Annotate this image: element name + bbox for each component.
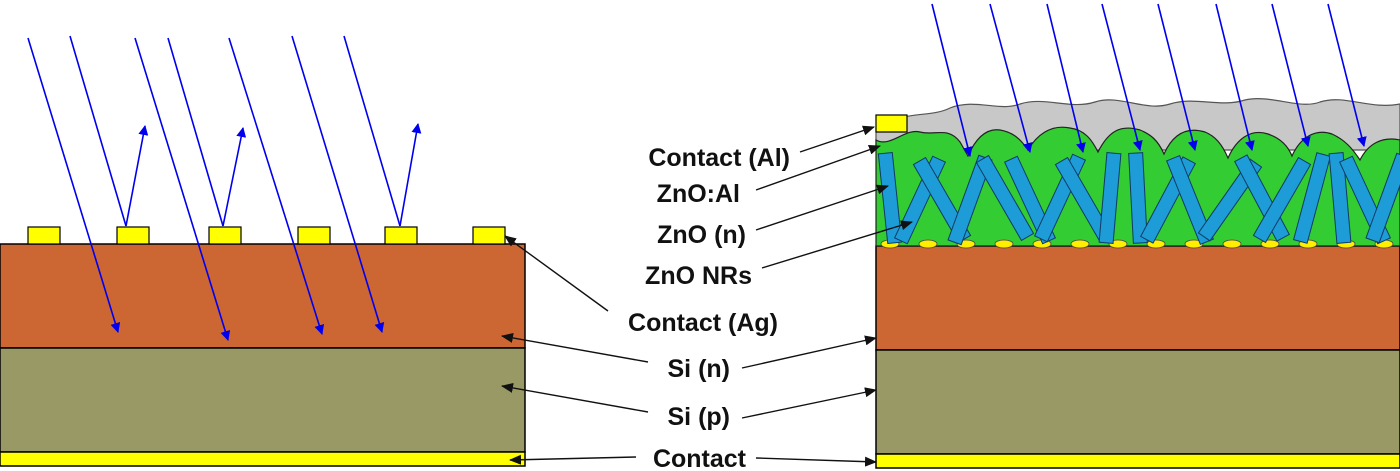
- light-ray: [69, 35, 127, 227]
- light-ray: [134, 37, 231, 341]
- label-si-p: Si (p): [668, 403, 731, 431]
- zno-seed: [994, 239, 1014, 249]
- label-zno-nrs: ZnO NRs: [645, 262, 752, 290]
- si-n-layer-right: [875, 245, 1400, 351]
- zno-nanorod: [1098, 152, 1122, 244]
- light-ray: [1327, 3, 1367, 147]
- label-contact-ag: Contact (Ag): [628, 309, 778, 337]
- leader-si-p-left: [501, 383, 649, 413]
- labels: Contact (Al) ZnO:Al ZnO (n) ZnO NRs Cont…: [628, 144, 790, 471]
- zno-nanorod: [1292, 152, 1332, 244]
- light-rays-right: [931, 3, 1367, 157]
- zno-nanorod: [1128, 152, 1148, 244]
- light-ray: [228, 37, 325, 335]
- bottom-contact-right: [875, 453, 1400, 469]
- zno-nanorod: [1166, 155, 1214, 245]
- si-n-layer-left: [0, 243, 526, 349]
- label-si-n: Si (n): [668, 355, 731, 383]
- ag-finger: [27, 226, 61, 245]
- si-p-layer-left: [0, 347, 526, 453]
- zno-seed: [918, 239, 938, 249]
- ag-contact-fingers: [27, 226, 506, 245]
- zno-seed: [1070, 239, 1090, 249]
- al-contact-pad: [875, 114, 908, 133]
- light-ray: [1271, 3, 1311, 147]
- light-ray: [343, 35, 401, 227]
- light-rays-left: [27, 35, 422, 341]
- leader-si-n-left: [501, 333, 649, 363]
- nanorod-cell: [875, 3, 1400, 469]
- light-ray: [1101, 3, 1143, 151]
- light-ray: [1215, 3, 1255, 151]
- zno-nanorods: [877, 151, 1400, 246]
- si-p-layer-right: [875, 349, 1400, 455]
- reflected-ray: [222, 127, 247, 227]
- leader-si-n-right: [741, 335, 877, 369]
- conventional-cell: [0, 35, 526, 467]
- leader-contact-ag: [504, 235, 609, 312]
- light-ray: [167, 37, 224, 227]
- leader-contact-left: [509, 454, 637, 465]
- ag-finger: [208, 226, 242, 245]
- leader-zno-n: [755, 184, 889, 231]
- zno-nanorod: [975, 154, 1035, 242]
- bottom-contact-left: [0, 451, 526, 467]
- ag-finger: [297, 226, 331, 245]
- zno-nanorod: [877, 151, 903, 245]
- ag-finger: [116, 226, 150, 245]
- ag-finger: [472, 226, 506, 245]
- reflected-ray: [125, 125, 149, 227]
- light-ray: [1157, 3, 1198, 151]
- zno-seed: [1222, 239, 1242, 249]
- leader-lines: [501, 125, 913, 467]
- leader-zno-nrs: [761, 220, 913, 269]
- zno-nanorod: [1328, 152, 1352, 244]
- label-contact: Contact: [653, 445, 747, 471]
- zno-seed: [1184, 239, 1204, 249]
- zno-nanorod: [1252, 156, 1312, 244]
- light-ray: [1046, 3, 1086, 153]
- light-ray: [989, 3, 1033, 153]
- reflected-ray: [399, 123, 422, 227]
- leader-contact-al: [799, 125, 875, 153]
- zno-nanorod: [1365, 152, 1400, 244]
- leader-contact-right: [755, 456, 877, 467]
- ag-finger: [384, 226, 418, 245]
- label-contact-al: Contact (Al): [648, 144, 790, 172]
- leader-zno-al: [755, 144, 881, 191]
- label-zno-al: ZnO:Al: [657, 180, 740, 208]
- light-ray: [27, 37, 121, 333]
- leader-si-p-right: [741, 387, 877, 419]
- light-ray: [291, 35, 385, 333]
- light-ray: [931, 3, 973, 157]
- label-zno-n: ZnO (n): [657, 221, 746, 249]
